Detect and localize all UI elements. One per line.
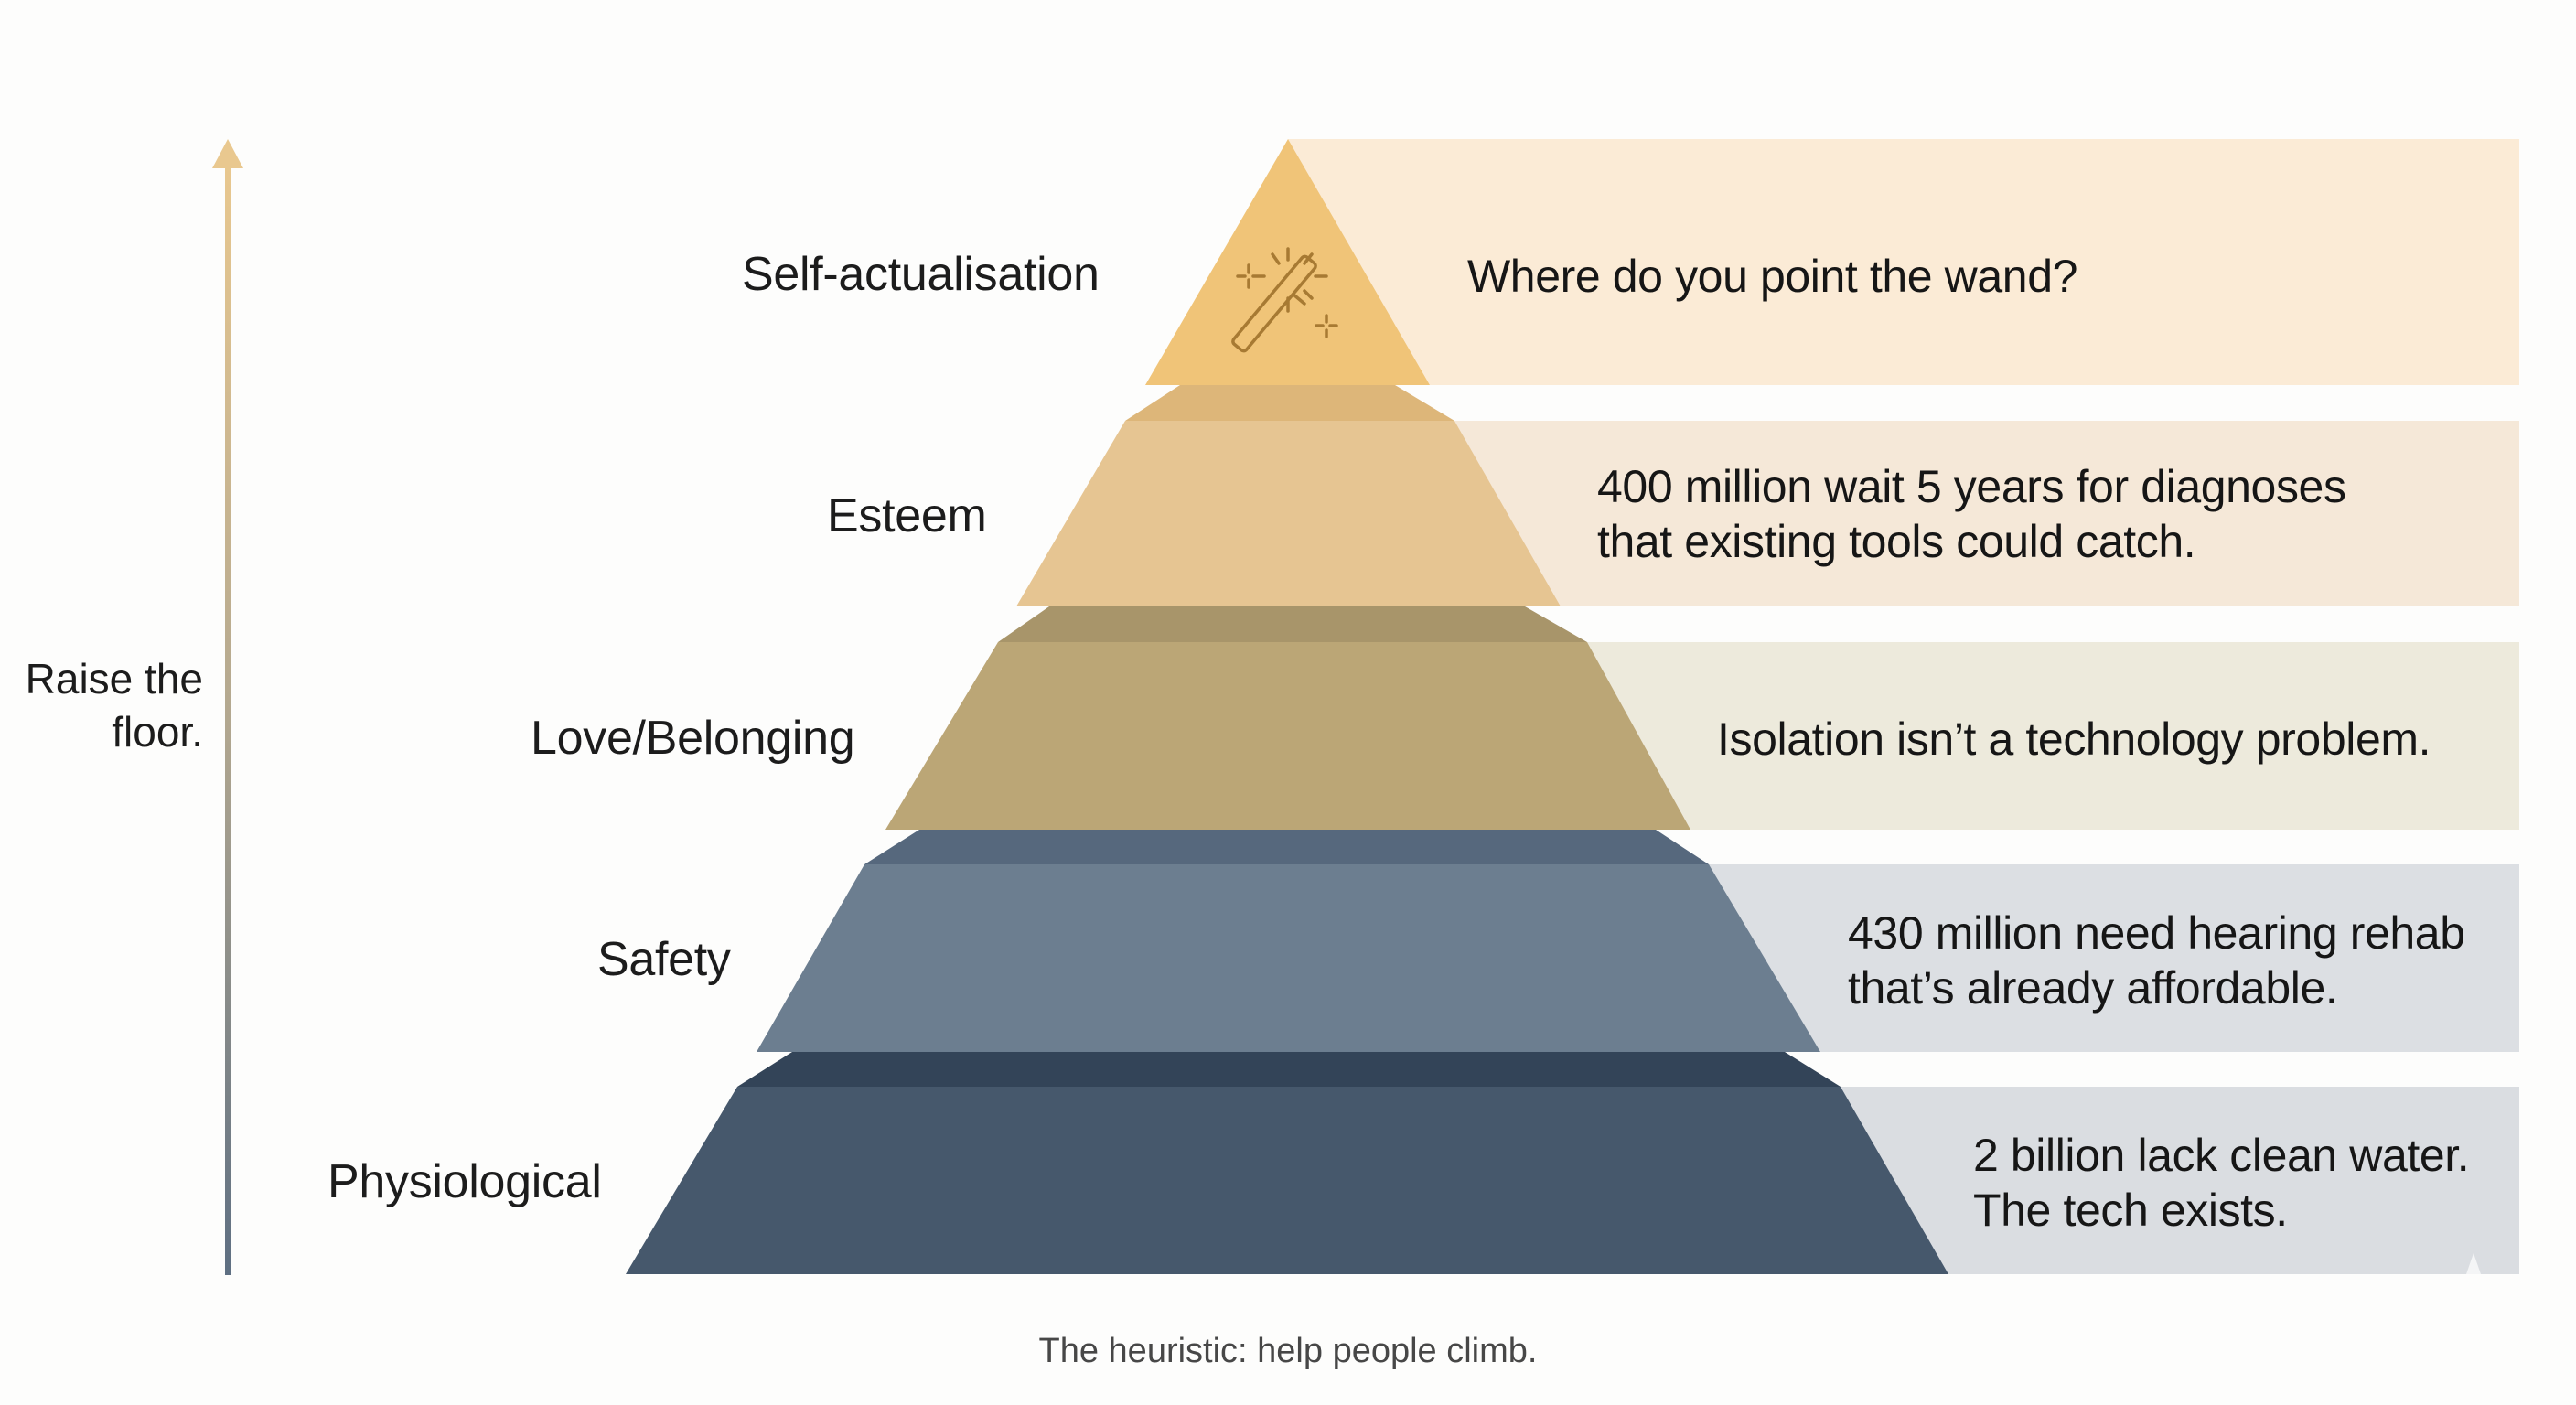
band-safety	[1709, 864, 2519, 1052]
band-line: 400 million wait 5 years for diagnoses	[1597, 461, 2346, 512]
band-line: The tech exists.	[1973, 1185, 2288, 1236]
band-line: Isolation isn’t a technology problem.	[1717, 713, 2431, 765]
tier-physiological	[626, 1087, 1948, 1274]
tier-love-belonging	[886, 642, 1690, 830]
axis-label-line2: floor.	[112, 708, 203, 756]
band-line: 2 billion lack clean water.	[1973, 1130, 2470, 1181]
tier-esteem-cap	[1125, 385, 1454, 421]
axis-label: Raise the floor.	[0, 652, 203, 758]
band-line: that’s already affordable.	[1848, 962, 2338, 1014]
magic-wand-icon	[1231, 247, 1338, 353]
tier-safety	[757, 864, 1820, 1052]
band-line: that existing tools could catch.	[1597, 516, 2196, 567]
band-text-physiological: 2 billion lack clean water. The tech exi…	[1973, 1128, 2470, 1238]
band-love-belonging	[1587, 642, 2519, 830]
tier-label-love-belonging: Love/Belonging	[531, 712, 855, 765]
axis-label-line1: Raise the	[25, 655, 203, 702]
tier-label-self-actualisation: Self-actualisation	[742, 248, 1100, 301]
caption: The heuristic: help people climb.	[1038, 1332, 1538, 1370]
raise-floor-arrow	[212, 139, 243, 1275]
band-line: Where do you point the wand?	[1467, 251, 2078, 302]
tier-label-safety: Safety	[597, 933, 731, 986]
band-line: 430 million need hearing rehab	[1848, 907, 2465, 959]
band-text-self-actualisation: Where do you point the wand?	[1467, 249, 2077, 304]
band-text-love-belonging: Isolation isn’t a technology problem.	[1717, 712, 2431, 767]
tier-physiological-cap	[737, 1052, 1841, 1087]
tier-label-physiological: Physiological	[327, 1155, 602, 1208]
corner-mark	[2466, 1253, 2481, 1274]
tier-esteem	[1016, 421, 1561, 606]
tier-label-esteem: Esteem	[827, 489, 987, 542]
band-text-safety: 430 million need hearing rehab that’s al…	[1848, 906, 2465, 1015]
band-self-actualisation	[1288, 139, 2519, 385]
band-physiological	[1841, 1087, 2519, 1274]
band-text-esteem: 400 million wait 5 years for diagnoses t…	[1597, 459, 2346, 569]
tier-safety-cap	[864, 830, 1709, 864]
tier-love-cap	[998, 606, 1587, 642]
band-esteem	[1454, 421, 2519, 606]
tier-self-actualisation	[1145, 139, 1430, 385]
